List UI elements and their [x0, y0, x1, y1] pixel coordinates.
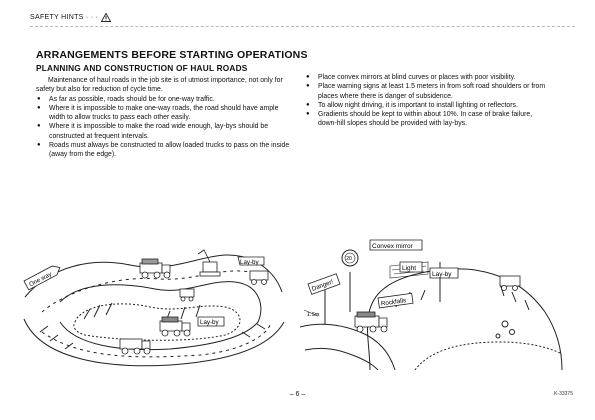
warning-triangle-icon: [101, 13, 112, 22]
document-code: K-33375: [554, 391, 573, 397]
layby-label-bottom: Lay-by: [200, 319, 219, 326]
section-title: ARRANGEMENTS BEFORE STARTING OPERATIONS: [36, 49, 308, 61]
section-subtitle: PLANNING AND CONSTRUCTION OF HAUL ROADS: [36, 63, 248, 73]
bullet-item: Place convex mirrors at blind curves or …: [305, 73, 550, 83]
layby-label-top: Lay-by: [240, 259, 259, 266]
haul-road-illustration: One way Lay-by Lay-by: [23, 249, 285, 367]
left-column: Maintenance of haul roads in the job sit…: [36, 76, 296, 160]
distance-label: 1.5m: [307, 312, 320, 318]
convex-mirror-label: Convex mirror: [372, 243, 414, 250]
page-number: – 6 –: [289, 391, 306, 398]
bullet-item: Where it is impossible to make the road …: [36, 122, 296, 141]
bullet-item: Gradients should be kept to within about…: [305, 110, 550, 129]
bullet-item: Roads must always be constructed to allo…: [36, 141, 296, 160]
page-header: SAFETY HINTS · · ·: [30, 13, 112, 22]
header-divider: [30, 26, 575, 27]
right-bullet-list: Place convex mirrors at blind curves or …: [305, 73, 550, 129]
header-label: SAFETY HINTS · · ·: [30, 14, 99, 21]
road-safety-illustration: 20 Convex mirror Light Lay-by Danger! Ro…: [300, 239, 563, 370]
left-bullet-list: As far as possible, roads should be for …: [36, 95, 296, 160]
right-column: Place convex mirrors at blind curves or …: [305, 73, 550, 129]
bullet-item: Where it is impossible to make one-way r…: [36, 104, 296, 123]
light-label: Light: [402, 265, 416, 272]
bullet-item: Place warning signs at least 1.5 meters …: [305, 82, 550, 101]
bullet-item: To allow night driving, it is important …: [305, 101, 550, 111]
layby-label: Lay-by: [432, 271, 452, 278]
intro-paragraph: Maintenance of haul roads in the job sit…: [36, 77, 283, 94]
rockfalls-sign: Rockfalls: [380, 297, 406, 307]
speed-sign: 20: [346, 256, 352, 262]
bullet-item: As far as possible, roads should be for …: [36, 95, 296, 105]
